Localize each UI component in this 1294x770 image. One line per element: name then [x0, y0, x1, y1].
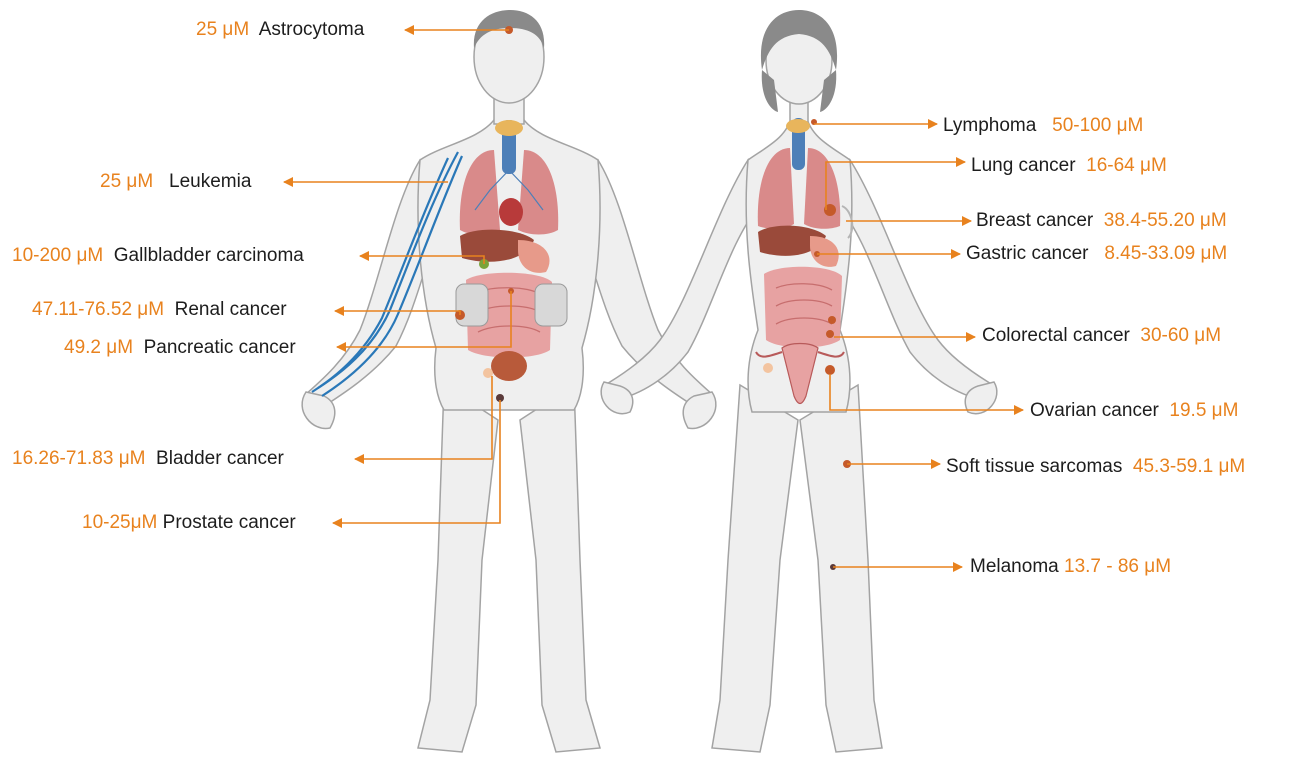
name-bladder: Bladder cancer [156, 448, 284, 469]
label-melanoma: Melanoma 13.7 - 86 μM [970, 556, 1171, 578]
value-sarcoma: 45.3-59.1 μM [1133, 456, 1245, 477]
value-melanoma: 13.7 - 86 μM [1064, 556, 1171, 577]
name-astrocytoma: Astrocytoma [259, 19, 365, 40]
name-lymphoma: Lymphoma [943, 115, 1036, 136]
name-leukemia: Leukemia [169, 171, 251, 192]
label-gallbladder: 10-200 μM Gallbladder carcinoma [12, 245, 304, 267]
name-melanoma: Melanoma [970, 556, 1059, 577]
value-lymphoma: 50-100 μM [1052, 115, 1143, 136]
name-ovarian: Ovarian cancer [1030, 400, 1159, 421]
label-bladder: 16.26-71.83 μM Bladder cancer [12, 448, 284, 470]
value-prostate: 10-25μM [82, 512, 157, 533]
value-pancreatic: 49.2 μM [64, 337, 133, 358]
label-breast: Breast cancer 38.4-55.20 μM [976, 210, 1227, 232]
label-gastric: Gastric cancer 8.45-33.09 μM [966, 243, 1227, 265]
label-ovarian: Ovarian cancer 19.5 μM [1030, 400, 1238, 422]
name-colorectal: Colorectal cancer [982, 325, 1130, 346]
label-lung: Lung cancer 16-64 μM [971, 155, 1167, 177]
label-lymphoma: Lymphoma 50-100 μM [943, 115, 1143, 137]
value-astrocytoma: 25 μM [196, 19, 249, 40]
value-breast: 38.4-55.20 μM [1104, 210, 1227, 231]
value-gallbladder: 10-200 μM [12, 245, 103, 266]
label-prostate: 10-25μM Prostate cancer [82, 512, 296, 534]
value-renal: 47.11-76.52 μM [32, 299, 164, 320]
name-breast: Breast cancer [976, 210, 1093, 231]
name-prostate: Prostate cancer [163, 512, 296, 533]
label-astrocytoma: 25 μM Astrocytoma [196, 19, 364, 41]
name-pancreatic: Pancreatic cancer [144, 337, 296, 358]
value-bladder: 16.26-71.83 μM [12, 448, 145, 469]
name-gastric: Gastric cancer [966, 243, 1088, 264]
value-colorectal: 30-60 μM [1140, 325, 1221, 346]
name-sarcoma: Soft tissue sarcomas [946, 456, 1122, 477]
label-colorectal: Colorectal cancer 30-60 μM [982, 325, 1221, 347]
value-gastric: 8.45-33.09 μM [1104, 243, 1227, 264]
label-pancreatic: 49.2 μM Pancreatic cancer [64, 337, 296, 359]
label-sarcoma: Soft tissue sarcomas 45.3-59.1 μM [946, 456, 1245, 478]
name-gallbladder: Gallbladder carcinoma [114, 245, 304, 266]
value-leukemia: 25 μM [100, 171, 153, 192]
label-renal: 47.11-76.52 μM Renal cancer [32, 299, 287, 321]
value-lung: 16-64 μM [1086, 155, 1167, 176]
label-leukemia: 25 μM Leukemia [100, 171, 251, 193]
name-lung: Lung cancer [971, 155, 1076, 176]
value-ovarian: 19.5 μM [1169, 400, 1238, 421]
name-renal: Renal cancer [175, 299, 287, 320]
